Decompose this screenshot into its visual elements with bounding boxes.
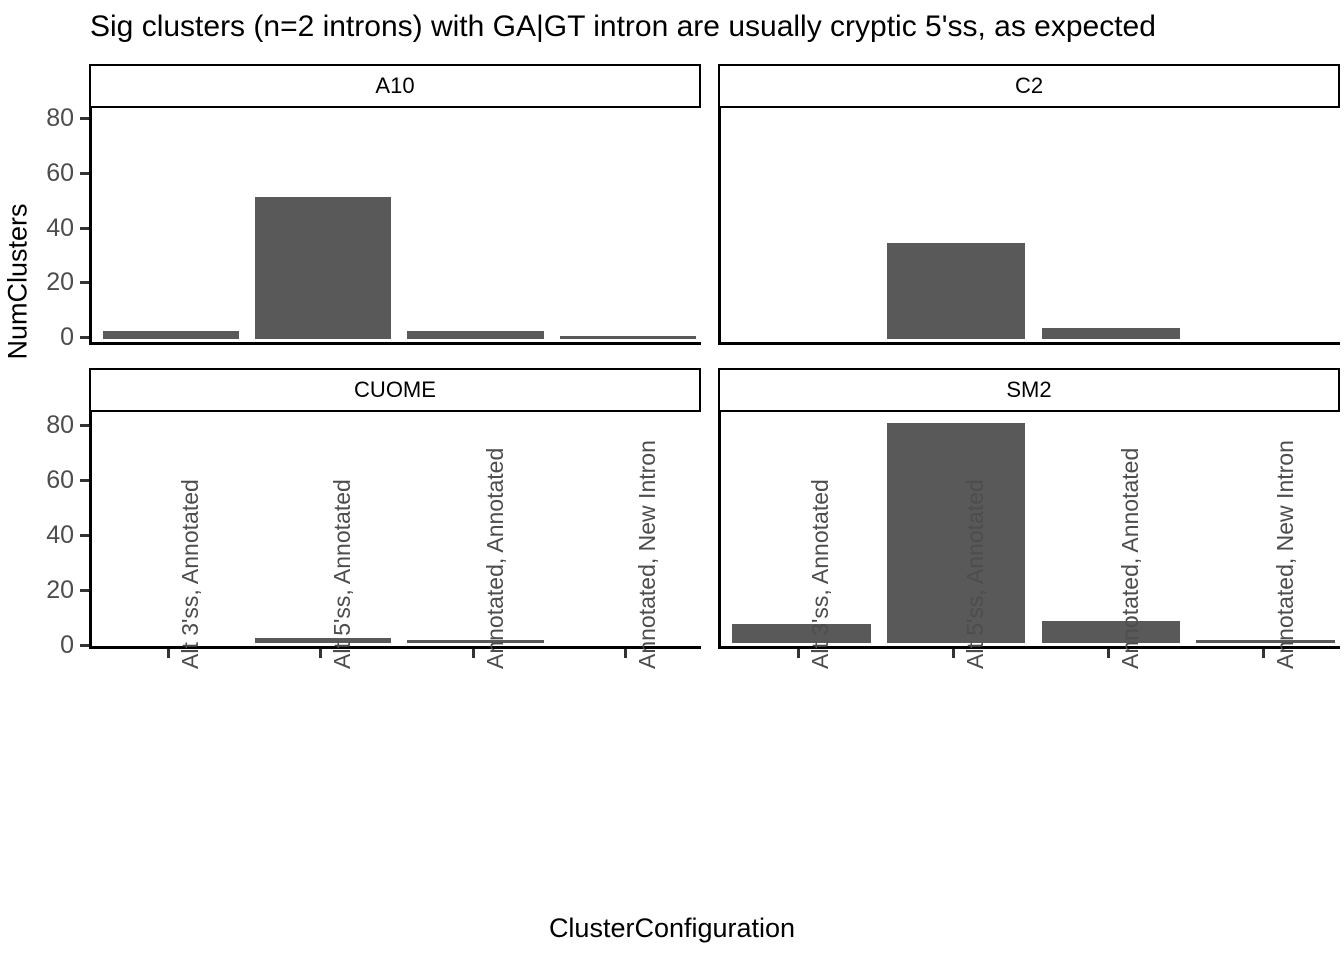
panel-strip-label: SM2 [1006,377,1052,402]
facet-panel-cuome: CUOME [89,368,701,649]
bar [886,423,1026,643]
y-tick-label: 40 [46,213,74,242]
y-tick-label: 40 [46,521,74,549]
chart-title: Sig clusters (n=2 introns) with GA|GT in… [90,10,1156,43]
panel-plot-area [89,412,701,649]
x-tick-mark [952,649,956,658]
bar [1041,621,1181,643]
panel-strip-label: A10 [375,73,415,98]
y-tick-mark [80,424,89,427]
bar [559,336,696,339]
panel-strip-c2: C2 [718,64,1340,108]
x-tick-label: Annotated, New Intron [633,440,660,669]
y-tick-mark [80,171,89,175]
x-tick-label: Alt 5'ss, Annotated [329,479,356,669]
y-tick-label: 20 [46,576,74,604]
x-tick-label: Annotated, Annotated [1116,447,1143,669]
bar [102,330,240,339]
y-tick-mark [80,534,89,537]
panel-plot-area [718,412,1340,649]
bar [886,243,1026,339]
bar [407,640,544,643]
x-tick-mark [623,649,627,658]
facet-panel-c2: C2 [718,64,1340,345]
panel-strip-a10: A10 [89,64,701,108]
panel-strip-sm2: SM2 [718,368,1340,412]
y-tick-mark [80,644,89,647]
x-tick-label: Annotated, New Intron [1271,440,1298,669]
bar [407,330,544,339]
x-tick-mark [471,649,475,658]
panel-plot-area [89,108,701,345]
bar-group [724,412,1340,643]
bar [255,637,392,643]
y-tick-label: 0 [60,631,74,659]
bar [1041,328,1181,339]
bar [732,623,871,643]
y-tick-label: 20 [46,268,74,297]
y-tick-label: 0 [60,323,74,351]
bar-group [95,108,701,339]
x-tick-label: Alt 5'ss, Annotated [962,479,989,669]
x-tick-mark [1261,649,1265,658]
y-tick-label: 80 [46,411,74,439]
bar-group [95,412,701,643]
x-tick-label: Alt 3'ss, Annotated [807,479,834,669]
y-tick-mark [80,479,89,482]
x-tick-label: Alt 3'ss, Annotated [177,479,204,669]
y-tick-mark [80,281,89,285]
y-tick-label: 60 [46,466,74,494]
panel-strip-cuome: CUOME [89,368,701,412]
panel-plot-area [718,108,1340,345]
x-tick-mark [167,649,171,658]
bar-group [724,108,1340,339]
y-axis-title: NumClusters [2,203,33,360]
panel-strip-label: CUOME [354,377,436,402]
bar [255,196,392,339]
facet-panel-a10: A10 [89,64,701,345]
x-tick-mark [319,649,323,658]
y-tick-label: 60 [46,158,74,187]
y-tick-label: 80 [46,104,74,132]
x-tick-label: Annotated, Annotated [481,447,508,669]
y-tick-mark [80,336,89,339]
x-tick-mark [797,649,801,658]
x-axis-title: ClusterConfiguration [548,913,796,943]
y-tick-mark [80,117,89,120]
y-tick-mark [80,589,89,592]
y-tick-mark [80,226,89,230]
facet-panel-sm2: SM2 [718,368,1340,649]
bar [1196,640,1335,643]
x-tick-mark [1106,649,1110,658]
panel-strip-label: C2 [1014,73,1044,98]
